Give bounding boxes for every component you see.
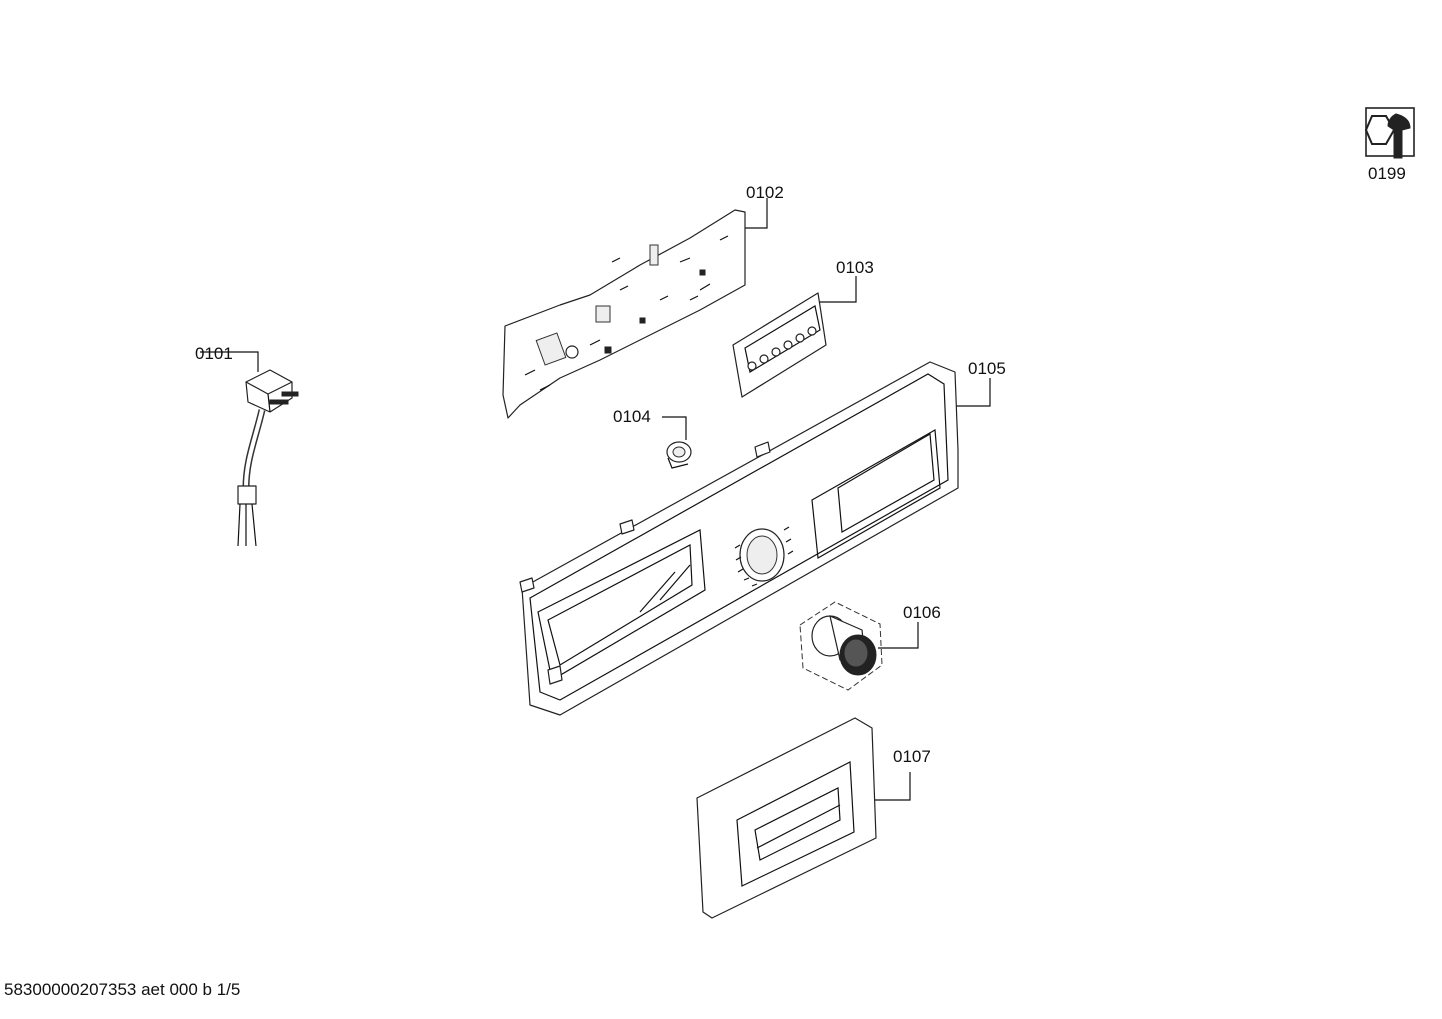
wrench-icon <box>1387 113 1411 159</box>
label-0104: 0104 <box>613 407 651 426</box>
part-0107-drawer-handle[interactable] <box>696 717 911 919</box>
label-0106: 0106 <box>903 603 941 622</box>
part-0199-tool-icon[interactable] <box>1364 107 1415 159</box>
part-0106-selector-knob[interactable] <box>799 601 919 691</box>
label-0199: 0199 <box>1368 164 1406 183</box>
label-0103: 0103 <box>836 258 874 277</box>
nut-icon <box>1364 115 1396 145</box>
label-0102: 0102 <box>746 183 784 202</box>
part-0102-control-module[interactable] <box>502 198 768 419</box>
label-0107: 0107 <box>893 747 931 766</box>
part-0101-mains-cable[interactable] <box>200 351 299 547</box>
part-0104-knob-bearing[interactable] <box>662 416 692 469</box>
label-0105: 0105 <box>968 359 1006 378</box>
part-0103-membrane-panel[interactable] <box>732 276 857 398</box>
document-footer-id: 58300000207353 aet 000 b 1/5 <box>4 980 241 999</box>
part-0105-control-panel[interactable] <box>519 361 991 716</box>
label-0101: 0101 <box>195 344 233 363</box>
